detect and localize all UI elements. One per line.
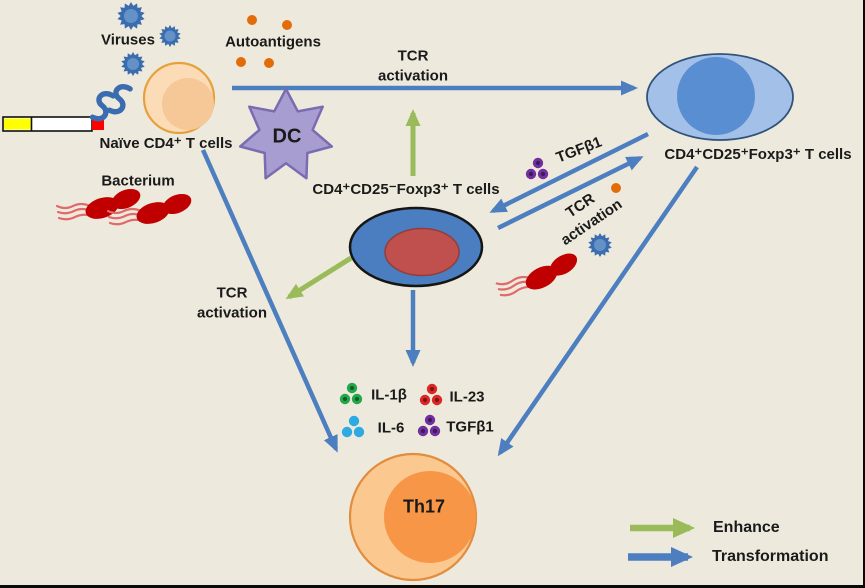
arrow-enhance-downleft <box>285 255 353 300</box>
right-cell-label: CD4⁺CD25⁺Foxp3⁺ T cells <box>664 146 852 163</box>
naive-cells-label: Naïve CD4⁺ T cells <box>99 135 233 152</box>
arrow-treg-to-th17 <box>497 165 699 457</box>
th17-label: Th17 <box>402 496 446 517</box>
virus-icon <box>588 233 612 257</box>
tgfb1-dots-icon <box>525 157 549 180</box>
bacterium-icon <box>492 246 586 302</box>
virus-icon <box>159 25 181 47</box>
middle-cell-label: CD4⁺CD25⁻Foxp3⁺ T cells <box>312 181 500 198</box>
autoantigen-icon <box>236 57 246 67</box>
autoantigens-label: Autoantigens <box>225 33 321 51</box>
il1b-dots-icon <box>339 382 363 405</box>
tgfb1-bottom-label: TGFβ1 <box>446 418 494 436</box>
middle-cell <box>348 206 484 288</box>
arrow-naive-to-th17 <box>200 149 339 453</box>
virus-icon <box>121 52 145 76</box>
th17-cell <box>348 452 478 582</box>
naive-cd4-cell <box>142 61 216 135</box>
dendritic-cell-star <box>238 87 334 180</box>
legend-enhance-label: Enhance <box>713 519 780 536</box>
il23-label: IL-23 <box>449 388 485 406</box>
arrow-middle-to-treg <box>497 155 644 231</box>
tcr-activation-left-label: TCR activation <box>196 284 268 322</box>
autoantigen-icon <box>247 15 257 25</box>
legend-transformation-label: Transformation <box>712 548 829 565</box>
tgfb1-bottom-dots-icon <box>417 414 441 437</box>
dc-label: DC <box>272 125 302 148</box>
il23-dots-icon <box>419 383 443 406</box>
il6-dots-icon <box>341 415 365 438</box>
autoantigen-icon <box>611 183 621 193</box>
smoke-icon <box>92 92 113 122</box>
il6-label: IL-6 <box>377 419 405 437</box>
virus-icon <box>117 2 145 30</box>
smoke-icon <box>109 85 130 115</box>
bacterium-label: Bacterium <box>101 172 175 190</box>
autoantigen-icon <box>282 20 292 30</box>
viruses-label: Viruses <box>101 31 155 49</box>
cigarette-icon <box>2 116 104 132</box>
arrow-treg-to-middle <box>489 131 650 214</box>
treg-cell <box>646 53 794 141</box>
tcr-activation-top-label: TCR activation <box>377 47 449 85</box>
il1b-label: IL-1β <box>371 386 407 404</box>
bacterium-icon <box>55 183 145 224</box>
autoantigen-icon <box>264 58 274 68</box>
